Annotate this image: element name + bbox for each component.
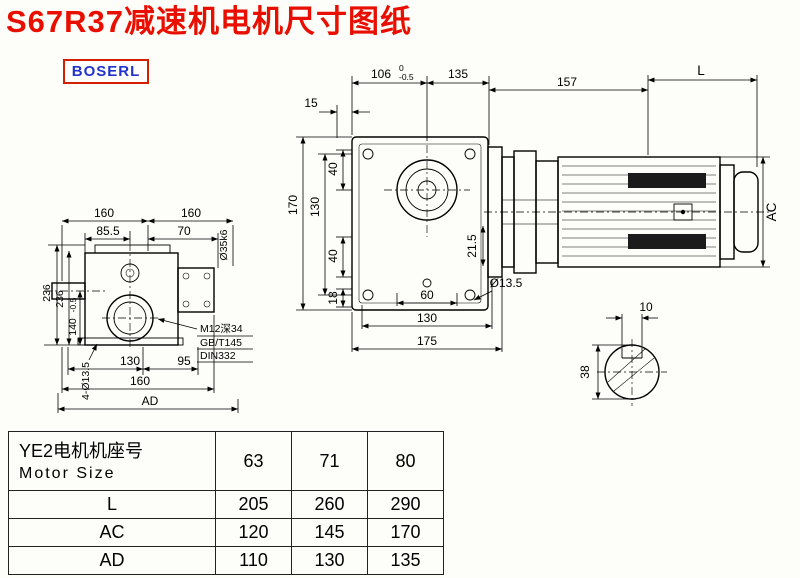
dim-106: 106 [371,67,391,81]
main-view [351,136,772,311]
dim-L: L [697,63,705,78]
dim-140: 140 [67,318,79,336]
table-cell: 260 [291,490,368,519]
table-cell: 170 [367,518,444,547]
dim-70: 70 [177,224,191,238]
table-cell: 205 [215,490,292,519]
dim-60: 60 [420,288,434,302]
dim-15: 15 [304,96,318,110]
table-cell: 110 [215,546,292,575]
dim-95: 95 [177,354,191,368]
dimension-ac: AC [718,156,779,268]
dim-10: 10 [639,300,653,314]
dim-160-b: 160 [181,206,201,220]
table-size-80: 80 [367,431,444,491]
dim-140-tol: -0.5 [68,297,78,312]
dim-106-tol-upper: 0 [399,63,404,73]
dim-21-5: 21.5 [465,234,479,258]
dim-130-bottom: 130 [417,311,437,325]
motor-size-table: YE2电机机座号 Motor Size 63 71 80 L 205 260 2… [8,431,444,575]
dimensions-side-view: 160 160 85.5 70 Ø35k6 236 236 140 -0.5 4… [41,206,239,413]
note-gbt145: GB/T145 [200,337,242,349]
note-m12: M12深34 [200,323,243,335]
brand-logo: BOSERL [63,59,149,84]
technical-drawing: 106 0 -0.5 135 157 L 15 170 130 40 40 18 [41,63,779,413]
dim-157: 157 [557,75,577,89]
table-row-label-L: L [8,490,216,519]
page-title: S67R37减速机电机尺寸图纸 [6,4,413,39]
dimensions-bottom: 60 130 175 Ø13.5 21.5 [351,226,523,352]
table-header-cn: YE2电机机座号 [19,440,144,461]
dim-dia-13-5: Ø13.5 [490,276,523,290]
table-cell: 130 [291,546,368,575]
table-cell: 120 [215,518,292,547]
table-cell: 145 [291,518,368,547]
table-cell: 290 [367,490,444,519]
table-size-71: 71 [291,431,368,491]
dimensions-top: 106 0 -0.5 135 157 L 15 [304,63,758,167]
table-header-label: YE2电机机座号 Motor Size [8,431,216,491]
dim-40-lower: 40 [326,249,340,263]
table-row: AC 120 145 170 [8,518,444,547]
shaft-section: 10 38 [578,300,667,406]
table-row: L 205 260 290 [8,490,444,519]
table-row: AD 110 130 135 [8,546,444,575]
dim-4-dia-13-5: 4-Ø13.5 [80,362,92,400]
table-size-63: 63 [215,431,292,491]
dim-dia-35k6: Ø35k6 [218,229,230,260]
dim-160-c: 160 [130,374,150,388]
dim-38: 38 [578,365,592,379]
dim-130-left: 130 [308,197,322,217]
dim-106-tol-lower: -0.5 [399,72,414,82]
dim-AD: AD [142,394,159,408]
dim-40-upper: 40 [326,162,340,176]
table-header-en: Motor Size [19,465,116,482]
dim-135: 135 [448,67,468,81]
dim-175: 175 [417,334,437,348]
table-row-label-AD: AD [8,546,216,575]
table-cell: 135 [367,546,444,575]
dim-18: 18 [326,291,340,305]
dim-160-a: 160 [94,206,114,220]
thread-note: M12深34 GB/T145 DIN332 [157,318,253,363]
dim-236-b: 236 [54,290,66,308]
table-row-label-AC: AC [8,518,216,547]
dimensions-left: 170 130 40 40 18 [286,136,352,311]
dim-236-a: 236 [41,284,53,302]
dim-170: 170 [286,195,300,215]
dim-AC: AC [764,202,779,221]
dim-85-5: 85.5 [96,224,120,238]
note-din332: DIN332 [200,350,236,362]
dim-130-side: 130 [120,354,140,368]
